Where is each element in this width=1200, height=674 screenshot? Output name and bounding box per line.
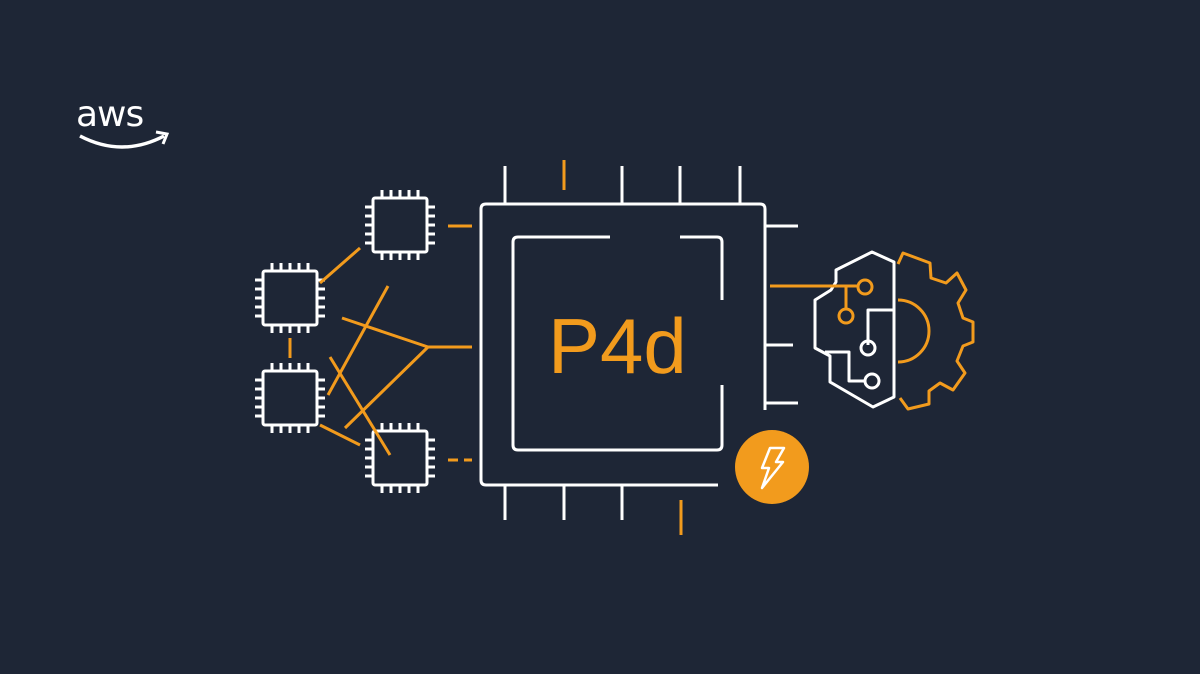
main-chip: P4d: [479, 160, 798, 535]
small-chip-icon: [365, 190, 435, 260]
small-chip-icon: [255, 363, 325, 433]
small-chip-icon: [255, 263, 325, 333]
chip-connections: [288, 224, 472, 462]
chip-label: P4d: [548, 302, 687, 390]
chip-pins: [503, 160, 798, 535]
aws-logo-text: aws: [76, 94, 143, 135]
lightning-bolt-icon: [735, 430, 809, 504]
small-chips: [255, 190, 435, 493]
small-chip-icon: [365, 423, 435, 493]
brain-gear-icon: [770, 250, 975, 411]
aws-logo: aws: [76, 94, 170, 149]
